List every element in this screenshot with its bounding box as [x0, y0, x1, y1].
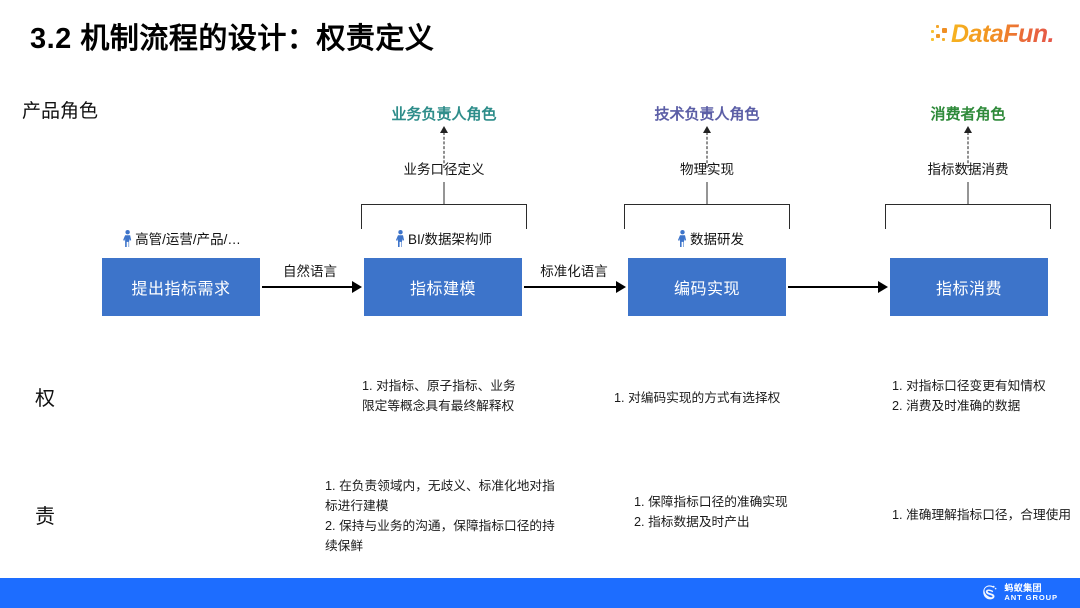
authority-note-business: 1. 对指标、原子指标、业务 限定等概念具有最终解释权 [362, 379, 516, 414]
ant-group-name-en: ANT GROUP [1004, 592, 1058, 602]
person-icon [123, 229, 132, 247]
process-box-raise-metric-requirement[interactable]: 提出指标需求 [102, 258, 260, 316]
role-title-business-owner: 业务负责人角色 [391, 106, 497, 123]
footer-bar: 蚂蚁集团 ANT GROUP [0, 578, 1080, 608]
ant-group-brand: 蚂蚁集团 ANT GROUP [981, 584, 1058, 602]
datafun-logo-text: DataFun. [951, 20, 1054, 48]
authority-note-tech: 1. 对编码实现的方式有选择权 [614, 391, 781, 405]
flow-arrow-3 [788, 281, 888, 293]
ant-group-wordmark: 蚂蚁集团 ANT GROUP [1004, 584, 1058, 602]
datafun-logo: DataFun. [931, 22, 1054, 47]
flow-arrow-label-natural-language: 自然语言 [283, 264, 337, 279]
dashed-arrow-tech [701, 126, 713, 168]
datafun-dots-icon [931, 24, 948, 46]
ant-group-name-cn: 蚂蚁集团 [1004, 583, 1042, 594]
process-box-coding-implementation[interactable]: 编码实现 [628, 258, 786, 316]
bracket-tech [624, 182, 790, 230]
bracket-business [361, 182, 527, 230]
person-chip-bi-architect: BI/数据架构师 [395, 228, 493, 248]
person-chip-data-engineer: 数据研发 [678, 228, 744, 248]
role-title-consumer: 消费者角色 [930, 106, 1006, 123]
row-label-product-role: 产品角色 [22, 101, 99, 122]
process-box-metric-consumption[interactable]: 指标消费 [890, 258, 1048, 316]
page-title: 3.2 机制流程的设计：权责定义 [30, 23, 435, 55]
person-label: 数据研发 [690, 232, 744, 247]
authority-note-consumer: 1. 对指标口径变更有知情权 2. 消费及时准确的数据 [892, 379, 1046, 414]
flow-arrow-2 [524, 281, 626, 293]
flow-arrow-label-standardized-language: 标准化语言 [540, 264, 608, 279]
person-chip-product: 高管/运营/产品/… [123, 228, 241, 248]
ant-group-logo-icon [981, 584, 998, 601]
duty-note-business: 1. 在负责领域内，无歧义、标准化地对指 标进行建模 2. 保持与业务的沟通，保… [325, 479, 555, 554]
duty-note-tech: 1. 保障指标口径的准确实现 2. 指标数据及时产出 [634, 495, 788, 530]
person-icon [678, 229, 687, 247]
connector-label-business-definition: 业务口径定义 [403, 162, 485, 177]
role-title-tech-owner: 技术负责人角色 [654, 106, 760, 123]
duty-note-consumer: 1. 准确理解指标口径，合理使用 [892, 508, 1072, 522]
person-label: BI/数据架构师 [407, 232, 493, 247]
row-label-duty: 责 [35, 506, 55, 528]
person-icon [395, 229, 405, 247]
bracket-consumer [885, 182, 1051, 230]
connector-label-data-consumption: 指标数据消费 [927, 162, 1009, 177]
person-label: 高管/运营/产品/… [135, 232, 241, 247]
dashed-arrow-business [438, 126, 450, 168]
connector-label-physical-impl: 物理实现 [680, 162, 734, 177]
dashed-arrow-consumer [962, 126, 974, 168]
flow-arrow-1 [262, 281, 362, 293]
process-box-metric-modeling[interactable]: 指标建模 [364, 258, 522, 316]
row-label-authority: 权 [35, 388, 55, 410]
